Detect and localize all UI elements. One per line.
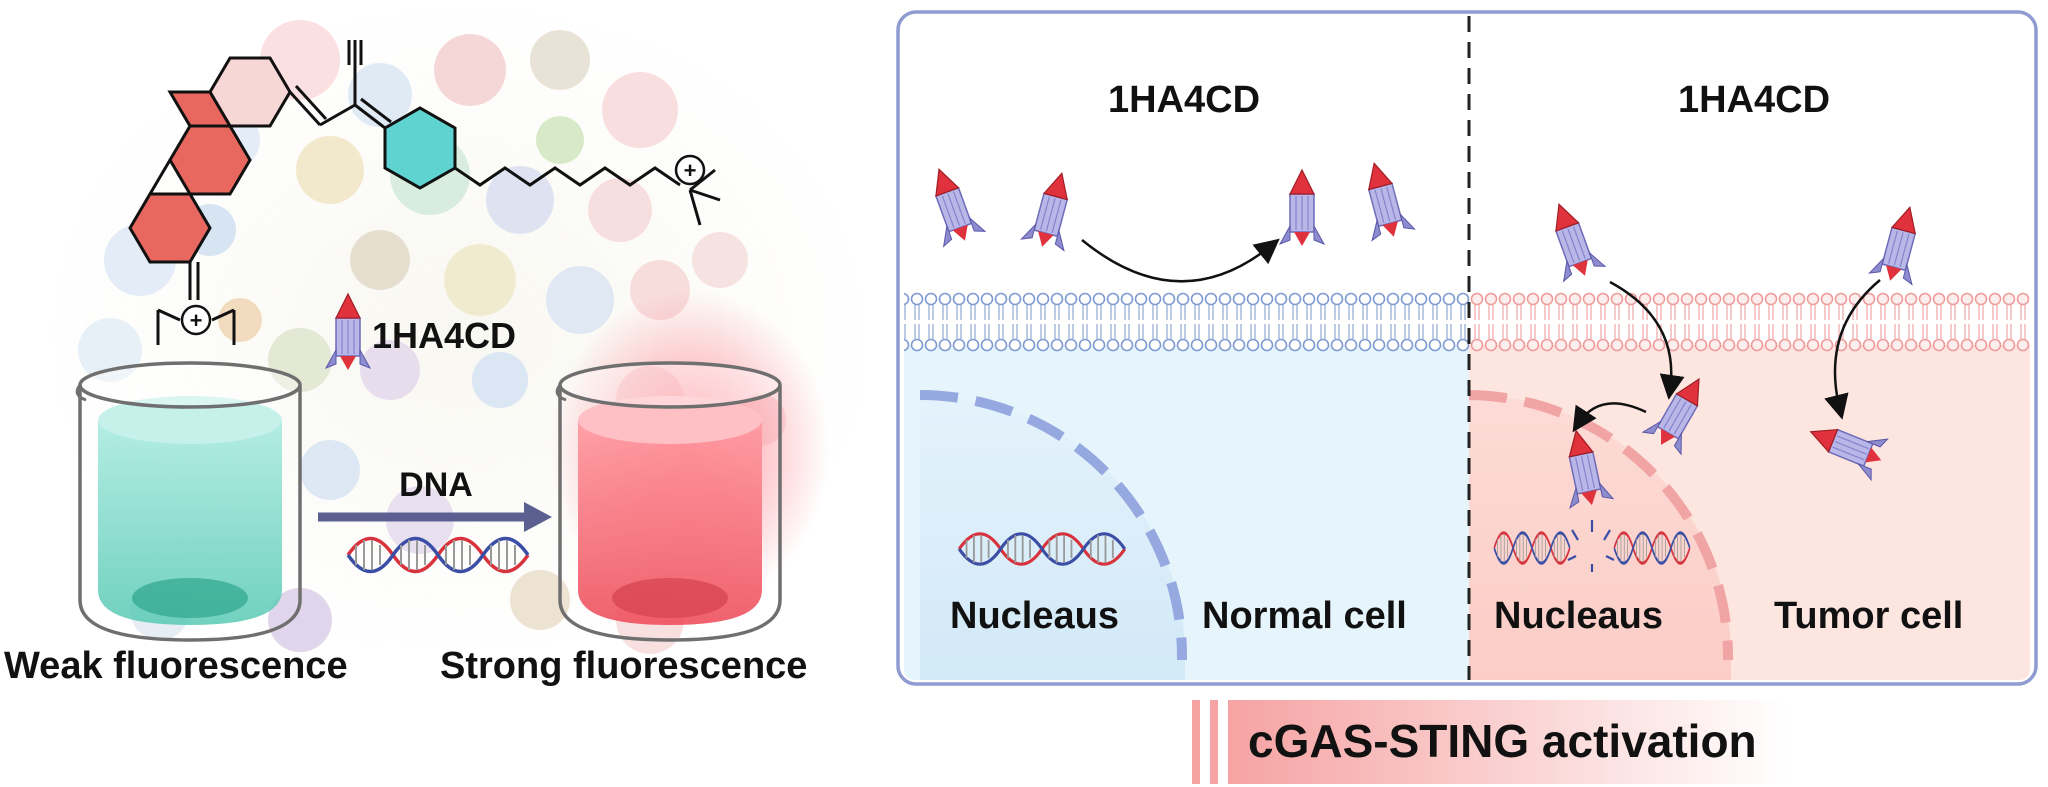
beaker-weak-fluorescence [75,361,302,642]
charge-symbol-2: + [684,158,697,183]
right-panel: 1HA4CD 1HA4CD [896,10,2038,686]
caption-strong-fluorescence: Strong fluorescence [440,645,807,687]
left-panel: + + 1HA4CD [4,0,880,687]
beaker-strong-fluorescence [555,361,782,642]
charge-marker-ammonium: + [674,154,706,186]
molecule-structure [128,40,721,345]
dna-reaction-arrow [318,502,552,532]
probe-bounce-arrow [1081,238,1280,283]
charge-marker-amine: + [180,304,212,336]
charge-symbol-1: + [190,308,203,333]
activation-banner-text: cGAS-STING activation [1248,715,1757,767]
probe-entry-arrow [1609,280,1685,400]
normal-cell-label: Normal cell [1202,595,1407,637]
tumor-nucleus [1469,395,1732,680]
tumor-cell-region [1468,292,2030,680]
activation-banner: cGAS-STING activation [1192,700,1788,784]
tumor-side-title: 1HA4CD [1678,79,1830,121]
probe-cytoplasm-arrow [1824,279,1881,420]
probe-nucleus-arrow [1572,402,1647,433]
normal-nucleus-label: Nucleaus [950,595,1119,637]
dna-broken [1492,520,1692,572]
normal-membrane [904,292,1469,352]
normal-cell-region [904,292,1469,680]
normal-side-title: 1HA4CD [1108,79,1260,121]
tumor-membrane [1469,292,2030,352]
probe-label: 1HA4CD [372,315,516,356]
tumor-cell-label: Tumor cell [1774,595,1963,637]
caption-weak-fluorescence: Weak fluorescence [4,645,348,687]
dna-arrow-label: DNA [399,466,473,504]
tumor-nucleus-label: Nucleaus [1494,595,1663,637]
